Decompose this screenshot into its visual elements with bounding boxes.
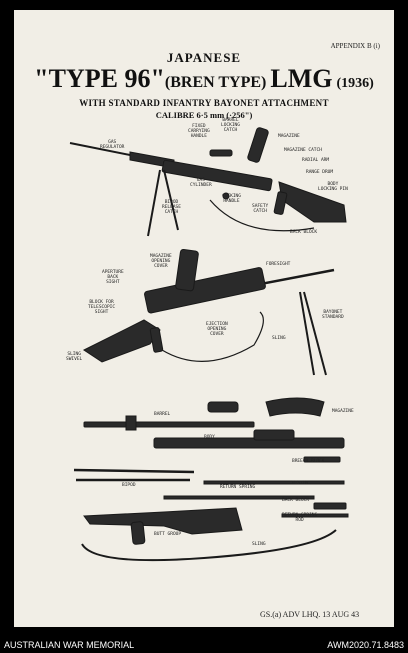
label-piston: PISTON [292,481,309,486]
label-butt-group: BUTT GROUP [154,532,182,537]
document-reference: GS.(a) ADV LHQ. 13 AUG 43 [260,610,360,619]
label-gas-cylinder: GAS CYLINDER [190,178,212,188]
document-title: "TYPE 96"(BREN TYPE) LMG (1936) [14,64,394,94]
label-range-drum: RANGE DRUM [306,170,334,175]
label-breech-block: BREECH BLOCK [292,459,325,464]
appendix-label: APPENDIX B (i) [330,42,380,50]
credit-institution: AUSTRALIAN WAR MEMORIAL [4,640,135,650]
title-year: (1936) [336,76,374,91]
label-bayonet-standard: BAYONET STANDARD [322,310,344,320]
label-barrel-locking-catch: BARREL LOCKING CATCH [221,118,240,133]
label-bipod-release-catch: BIPOD RELEASE CATCH [162,200,181,215]
label-sling-2: SLING [272,336,286,341]
label-block-for-telescopic-sight: BLOCK FOR TELESCOPIC SIGHT [88,300,116,315]
label-body-locking-pin: BODY LOCKING PIN [318,182,348,192]
label-cocking-handle: COCKING HANDLE [222,194,241,204]
calibre-line: CALIBRE 6·5 mm (·256") [155,110,253,120]
label-bipod: BIPOD [122,483,136,488]
weapon-illustrations [69,127,349,562]
lmg-side-view-bipod [83,248,335,376]
label-aperture-back-sight: APERTURE BACK SIGHT [102,270,124,285]
credit-catalog-number: AWM2020.71.8483 [327,640,404,650]
label-foresight: FORESIGHT [266,262,291,267]
title-bren-type: (BREN TYPE) [164,74,267,91]
label-ejection-opening-cover: EJECTION OPENING COVER [206,322,228,337]
subtitle: WITH STANDARD INFANTRY BAYONET ATTACHMEN… [79,98,329,108]
label-magazine-opening-cover: MAGAZINE OPENING COVER [150,254,172,269]
label-magazine-catch: MAGAZINE CATCH [284,148,322,153]
label-return-spring-rod: RETURN SPRING ROD [282,513,318,523]
lmg-side-view-bayonet [69,127,347,237]
label-return-spring: RETURN SPRING [220,485,256,490]
label-sling-3: SLING [252,542,266,547]
label-body: BODY [204,435,215,440]
title-type-96: "TYPE 96" [34,64,165,93]
label-safety-catch: SAFETY CATCH [252,204,269,214]
label-magazine-3: MAGAZINE [332,409,354,414]
label-fixed-carrying-handle: FIXED CARRYING HANDLE [188,124,210,139]
lmg-parts-exploded [73,397,349,562]
label-radial-arm: RADIAL ARM [302,158,330,163]
heading-japanese: JAPANESE [166,50,242,65]
label-sling-swivel: SLING SWIVEL [66,352,83,362]
label-back-block-3: BACK BLOCK [282,498,310,503]
title-lmg: LMG [270,64,333,93]
label-back-block-1: BACK BLOCK [290,230,318,235]
label-barrel: BARREL [154,412,171,417]
label-magazine-1: MAGAZINE [278,134,300,139]
label-gas-regulator: GAS REGULATOR [100,140,125,150]
document-sheet: APPENDIX B (i) JAPANESE "TYPE 96"(BREN T… [14,10,394,627]
